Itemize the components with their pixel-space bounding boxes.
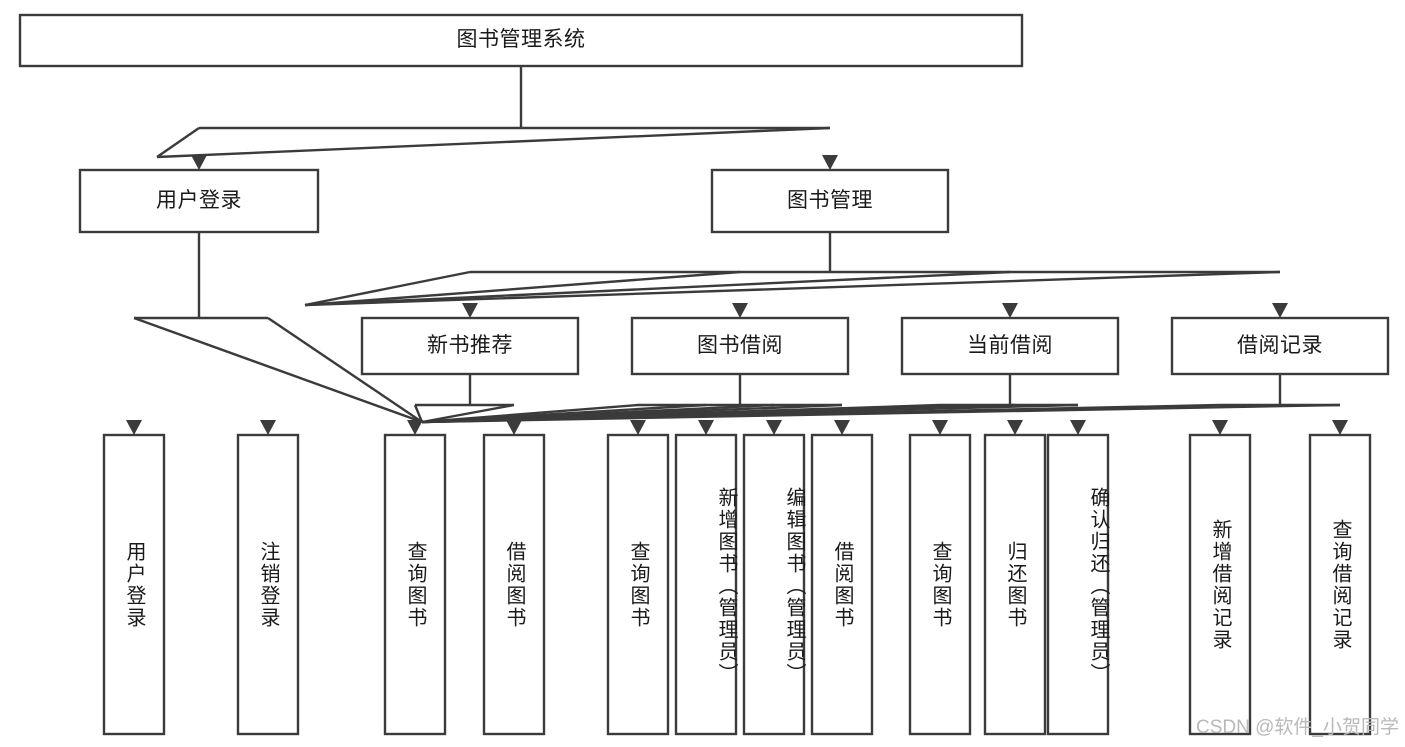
- connector-line: [421, 403, 515, 424]
- node-leaf-11[interactable]: [1188, 433, 1252, 736]
- node-level2-label-1: 图书管理: [787, 188, 873, 212]
- connector-line: [156, 126, 831, 159]
- connector-line: [133, 316, 423, 424]
- node-leaf-6[interactable]: [742, 433, 806, 736]
- node-leaf-label-12: 查询借阅记录: [1329, 518, 1351, 651]
- arrow-head-icon: [1007, 420, 1023, 435]
- arrow-head-icon: [1070, 420, 1086, 435]
- connector-line: [413, 404, 424, 423]
- csdn-watermark: CSDN @软件_小贺同学: [1196, 717, 1399, 738]
- node-level3-label-2: 当前借阅: [967, 333, 1053, 357]
- arrow-head-icon: [732, 303, 748, 318]
- node-leaf-label-9: 归还图书: [1004, 540, 1026, 629]
- node-level3-label-3: 借阅记录: [1237, 333, 1323, 357]
- node-leaf-label-0: 用户登录: [123, 540, 145, 629]
- node-leaf-4[interactable]: [606, 433, 670, 736]
- node-level3-0[interactable]: [360, 316, 580, 376]
- node-level2-0[interactable]: [78, 168, 320, 234]
- node-leaf-label-6: 编辑图书（管理员）: [783, 486, 805, 685]
- node-level3-2[interactable]: [900, 316, 1120, 376]
- box-layer: [18, 13, 1390, 736]
- arrow-head-icon: [766, 420, 782, 435]
- node-leaf-label-5: 新增图书（管理员）: [715, 486, 737, 685]
- arrow-head-icon: [191, 155, 207, 170]
- connector-line: [304, 270, 1011, 307]
- node-leaf-1[interactable]: [236, 433, 300, 736]
- node-level2-1[interactable]: [710, 168, 950, 234]
- connector-line: [304, 270, 1281, 307]
- connector-line: [267, 317, 423, 423]
- arrow-head-icon: [834, 420, 850, 435]
- arrow-head-icon: [260, 420, 276, 435]
- node-leaf-9[interactable]: [983, 433, 1047, 736]
- arrow-head-icon: [1212, 420, 1228, 435]
- node-leaf-0[interactable]: [102, 433, 166, 736]
- node-level2-label-0: 用户登录: [156, 188, 242, 212]
- arrow-head-icon: [506, 420, 522, 435]
- node-level3-label-0: 新书推荐: [427, 333, 513, 357]
- connector-line: [421, 403, 1341, 424]
- arrow-head-icon: [1002, 303, 1018, 318]
- connector-line: [156, 127, 200, 158]
- node-leaf-label-1: 注销登录: [257, 540, 279, 629]
- connector-line: [304, 270, 471, 307]
- node-leaf-7[interactable]: [810, 433, 874, 736]
- node-leaf-5[interactable]: [674, 433, 738, 736]
- node-root-label: 图书管理系统: [456, 28, 586, 52]
- node-leaf-label-10: 确认归还（管理员）: [1087, 486, 1109, 685]
- node-leaf-2[interactable]: [383, 433, 447, 736]
- node-leaf-8[interactable]: [908, 433, 972, 736]
- node-level3-3[interactable]: [1170, 316, 1390, 376]
- arrow-head-icon: [1332, 420, 1348, 435]
- connector-line: [304, 270, 741, 307]
- node-leaf-label-3: 借阅图书: [503, 540, 525, 629]
- node-level3-1[interactable]: [630, 316, 850, 376]
- arrow-head-icon: [462, 303, 478, 318]
- arrow-head-icon: [1272, 303, 1288, 318]
- node-leaf-label-4: 查询图书: [627, 540, 649, 629]
- arrow-head-icon: [630, 420, 646, 435]
- arrow-head-icon: [822, 155, 838, 170]
- node-leaf-label-2: 查询图书: [404, 540, 426, 629]
- node-leaf-label-7: 借阅图书: [831, 540, 853, 629]
- arrow-head-icon: [698, 420, 714, 435]
- node-root[interactable]: [18, 13, 1024, 68]
- node-leaf-10[interactable]: [1046, 433, 1110, 736]
- arrow-head-icon: [407, 420, 423, 435]
- node-leaf-label-8: 查询图书: [929, 540, 951, 629]
- node-level3-label-1: 图书借阅: [697, 333, 783, 357]
- arrow-head-icon: [126, 420, 142, 435]
- node-leaf-12[interactable]: [1308, 433, 1372, 736]
- arrow-head-icon: [932, 420, 948, 435]
- node-leaf-label-11: 新增借阅记录: [1209, 518, 1231, 651]
- node-leaf-3[interactable]: [482, 433, 546, 736]
- connector-layer: [126, 66, 1348, 435]
